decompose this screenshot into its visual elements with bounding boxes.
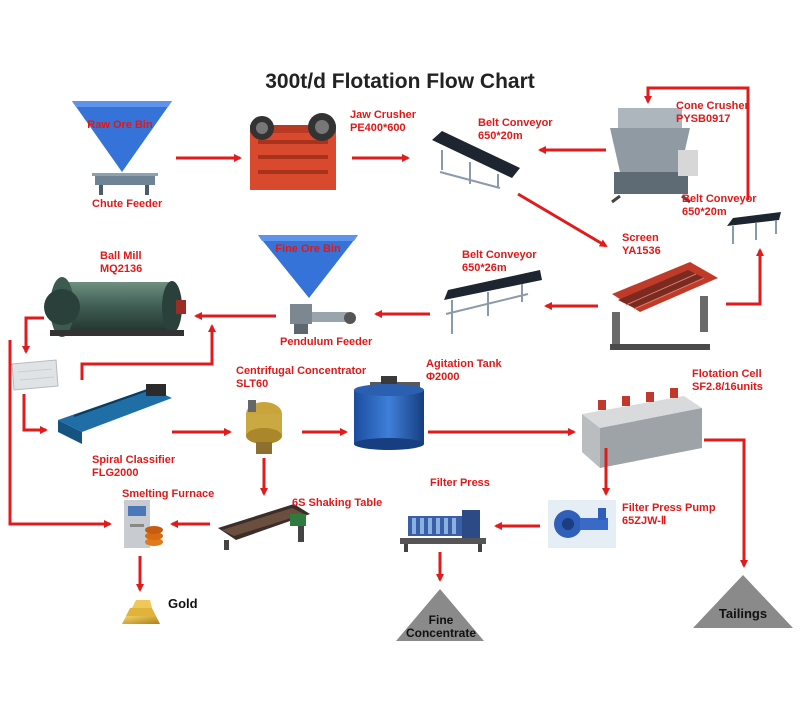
screen-label: Screen YA1536 — [622, 232, 661, 258]
arrow-classifier-return — [80, 324, 216, 380]
ball-mill-machine — [44, 277, 186, 337]
cone-crusher-name: Cone Crusher — [676, 100, 749, 112]
centrifugal-concentrator-name: Centrifugal Concentrator — [236, 365, 367, 377]
fine-concentrate-line2: Concentrate — [405, 626, 476, 640]
belt-conveyor-1-name: Belt Conveyor — [478, 117, 553, 129]
filter-press-pump-model: 65ZJW-Ⅱ — [622, 515, 667, 527]
screen-name: Screen — [622, 232, 659, 244]
ball-mill-model: MQ2136 — [100, 263, 143, 275]
ball-mill-name: Ball Mill — [100, 250, 142, 262]
tailings-triangle — [693, 575, 793, 628]
raw-ore-bin-label: Raw Ore Bin — [87, 119, 153, 131]
smelting-furnace-machine — [124, 500, 163, 548]
flotation-cell-label: Flotation Cell SF2.8/16units — [692, 368, 763, 394]
centrifugal-concentrator-model: SLT60 — [236, 378, 269, 390]
screen-machine — [610, 262, 718, 350]
arrow-belt1-to-screen — [517, 192, 608, 248]
filter-press-pump-machine — [548, 500, 616, 548]
agitation-tank-model: Φ2000 — [426, 371, 460, 383]
belt-conveyor-1-model: 650*20m — [478, 130, 523, 142]
spiral-classifier-label: Spiral Classifier FLG2000 — [92, 454, 175, 480]
cone-crusher-machine — [610, 108, 698, 204]
centrifugal-concentrator-label: Centrifugal Concentrator SLT60 — [236, 365, 366, 391]
fine-concentrate-triangle — [396, 589, 484, 641]
shaking-table-machine — [218, 504, 310, 550]
fine-concentrate-label: Fine Concentrate — [396, 614, 486, 640]
arrow-mill-to-liner — [22, 316, 44, 354]
fine-ore-bin-label: Fine Ore Bin — [275, 243, 341, 255]
jaw-crusher-machine — [250, 113, 336, 190]
belt-conveyor-2-name: Belt Conveyor — [682, 193, 757, 205]
belt-conveyor-2-label: Belt Conveyor 650*20m — [682, 193, 757, 219]
belt-conveyor-2-model: 650*20m — [682, 206, 727, 218]
flotation-cell-machine — [582, 388, 702, 468]
filter-press-machine — [400, 510, 486, 552]
raw-ore-bin — [72, 101, 172, 172]
pendulum-feeder-label: Pendulum Feeder — [280, 336, 373, 348]
arrow-belt2-to-cone — [644, 86, 750, 200]
chute-feeder-machine — [92, 173, 158, 195]
flotation-cell-name: Flotation Cell — [692, 368, 762, 380]
jaw-crusher-model: PE400*600 — [350, 122, 406, 134]
belt-conveyor-2-machine — [727, 212, 781, 244]
gold-bars — [122, 600, 160, 624]
gold-label: Gold — [168, 596, 198, 611]
filter-press-label: Filter Press — [430, 477, 490, 489]
arrow-screen-to-belt2 — [726, 248, 764, 306]
chart-title: 300t/d Flotation Flow Chart — [265, 70, 535, 93]
ball-mill-label: Ball Mill MQ2136 — [100, 250, 142, 276]
arrow-mill-to-furnace — [8, 340, 112, 528]
filter-press-pump-name: Filter Press Pump — [622, 502, 716, 514]
filter-press-pump-label: Filter Press Pump 65ZJW-Ⅱ — [622, 502, 716, 528]
belt-conveyor-3-name: Belt Conveyor — [462, 249, 537, 261]
liner-plate-item — [11, 359, 59, 391]
jaw-crusher-name: Jaw Crusher — [350, 109, 417, 121]
smelting-furnace-label: Smelting Furnace — [122, 488, 215, 500]
belt-conveyor-3-label: Belt Conveyor 650*26m — [462, 249, 537, 275]
spiral-classifier-model: FLG2000 — [92, 467, 139, 479]
agitation-tank-machine — [354, 376, 424, 450]
belt-conveyor-1-machine — [432, 131, 520, 189]
centrifugal-concentrator-machine — [246, 400, 282, 454]
fine-ore-bin — [258, 235, 358, 298]
jaw-crusher-label: Jaw Crusher PE400*600 — [350, 109, 416, 135]
cone-crusher-label: Cone Crusher PYSB0917 — [676, 100, 749, 126]
shaking-table-label: 6S Shaking Table — [292, 497, 383, 509]
spiral-classifier-name: Spiral Classifier — [92, 454, 176, 466]
tailings-label: Tailings — [718, 606, 768, 621]
belt-conveyor-1-label: Belt Conveyor 650*20m — [478, 117, 553, 143]
agitation-tank-label: Agitation Tank Φ2000 — [426, 358, 502, 384]
agitation-tank-name: Agitation Tank — [426, 358, 502, 370]
fine-concentrate-line1: Fine — [428, 613, 454, 627]
arrow-liner-to-classifier — [22, 394, 48, 434]
chute-feeder-label: Chute Feeder — [92, 198, 163, 210]
flotation-cell-model: SF2.8/16units — [692, 381, 763, 393]
cone-crusher-model: PYSB0917 — [676, 113, 731, 125]
screen-model: YA1536 — [622, 245, 661, 257]
belt-conveyor-3-machine — [444, 270, 542, 334]
spiral-classifier-machine — [58, 384, 172, 444]
flow-arrows — [8, 86, 764, 592]
belt-conveyor-3-model: 650*26m — [462, 262, 507, 274]
pendulum-feeder-machine — [290, 304, 356, 334]
arrow-flotation-to-tailings — [704, 438, 748, 568]
